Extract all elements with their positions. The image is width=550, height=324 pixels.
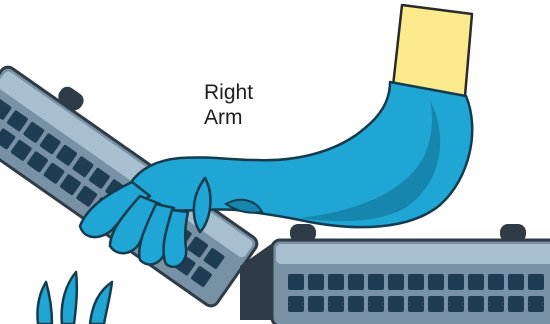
keyboard-key [508, 274, 524, 290]
annotation-line-1: Right [204, 80, 253, 105]
keyboard-key [528, 274, 544, 290]
keyboard-top-face [276, 244, 550, 264]
keyboard-key [468, 296, 484, 312]
keyboard-key [368, 296, 384, 312]
keyboard-key [288, 274, 304, 290]
keyboard-key [528, 296, 544, 312]
keyboard-key [368, 274, 384, 290]
keyboard-key [308, 296, 324, 312]
keyboard-key [288, 296, 304, 312]
keyboard-key [388, 274, 404, 290]
annotation-line-2: Arm [204, 105, 243, 130]
keyboard-key [348, 296, 364, 312]
keyboard-key [428, 296, 444, 312]
keyboard-key [468, 274, 484, 290]
finger-tips-icon [37, 272, 112, 324]
keyboard-key [328, 274, 344, 290]
keyboard-key [388, 296, 404, 312]
keyboard-key [348, 274, 364, 290]
sleeve-cuff-icon [393, 5, 472, 96]
cartoon-arm-icon [130, 82, 472, 227]
keyboard-key [408, 274, 424, 290]
keyboard-key [308, 274, 324, 290]
keyboard-key [488, 296, 504, 312]
keyboard-key [328, 296, 344, 312]
keyboard-key [508, 296, 524, 312]
keyboard-key [408, 296, 424, 312]
keyboard-flat-icon [240, 224, 550, 324]
keyboard-key [488, 274, 504, 290]
keyboard-key [448, 274, 464, 290]
keyboard-key [428, 274, 444, 290]
keyboard-key [448, 296, 464, 312]
